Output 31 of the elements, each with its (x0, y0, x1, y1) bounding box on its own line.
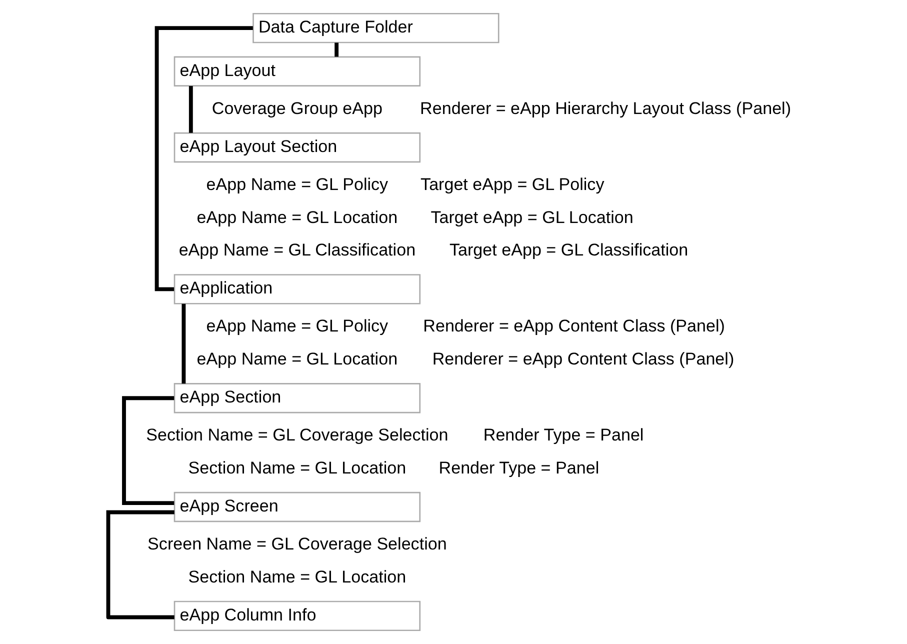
label: Target eApp = GL Classification (449, 240, 688, 260)
label: Section Name = GL Location (188, 458, 406, 478)
connector (188, 86, 192, 133)
connector (106, 510, 174, 620)
node-box: eApplication (173, 274, 420, 304)
label: Target eApp = GL Policy (420, 175, 604, 194)
connector (122, 396, 174, 506)
connector (334, 42, 338, 57)
label: Target eApp = GL Location (430, 208, 633, 227)
node-box: Data Capture Folder (252, 13, 499, 44)
node-box: eApp Layout Section (173, 132, 420, 163)
connector (154, 26, 252, 292)
node-box: eApp Screen (173, 492, 420, 522)
connector (181, 304, 186, 384)
label: eApp Name = GL Policy (206, 316, 388, 336)
label: Screen Name = GL Coverage Selection (147, 534, 446, 554)
label: eApp Name = GL Policy (206, 175, 388, 194)
node-box: eApp Section (173, 383, 420, 414)
label: Section Name = GL Location (188, 567, 406, 586)
label: Renderer = eApp Content Class (Panel) (432, 350, 734, 369)
label: eApp Name = GL Classification (178, 240, 416, 260)
label: Renderer = eApp Hierarchy Layout Class (Panel) (420, 98, 791, 118)
label: eApp Name = GL Location (196, 350, 398, 369)
node-box: eApp Layout (173, 56, 420, 86)
label: Coverage Group eApp (211, 98, 382, 118)
label: eApp Name = GL Location (196, 208, 398, 227)
label: Render Type = Panel (482, 426, 644, 445)
label: Section Name = GL Coverage Selection (146, 426, 448, 445)
label: Render Type = Panel (438, 458, 599, 478)
label: Renderer = eApp Content Class (Panel) (422, 316, 724, 336)
node-box: eApp Column Info (173, 600, 420, 631)
